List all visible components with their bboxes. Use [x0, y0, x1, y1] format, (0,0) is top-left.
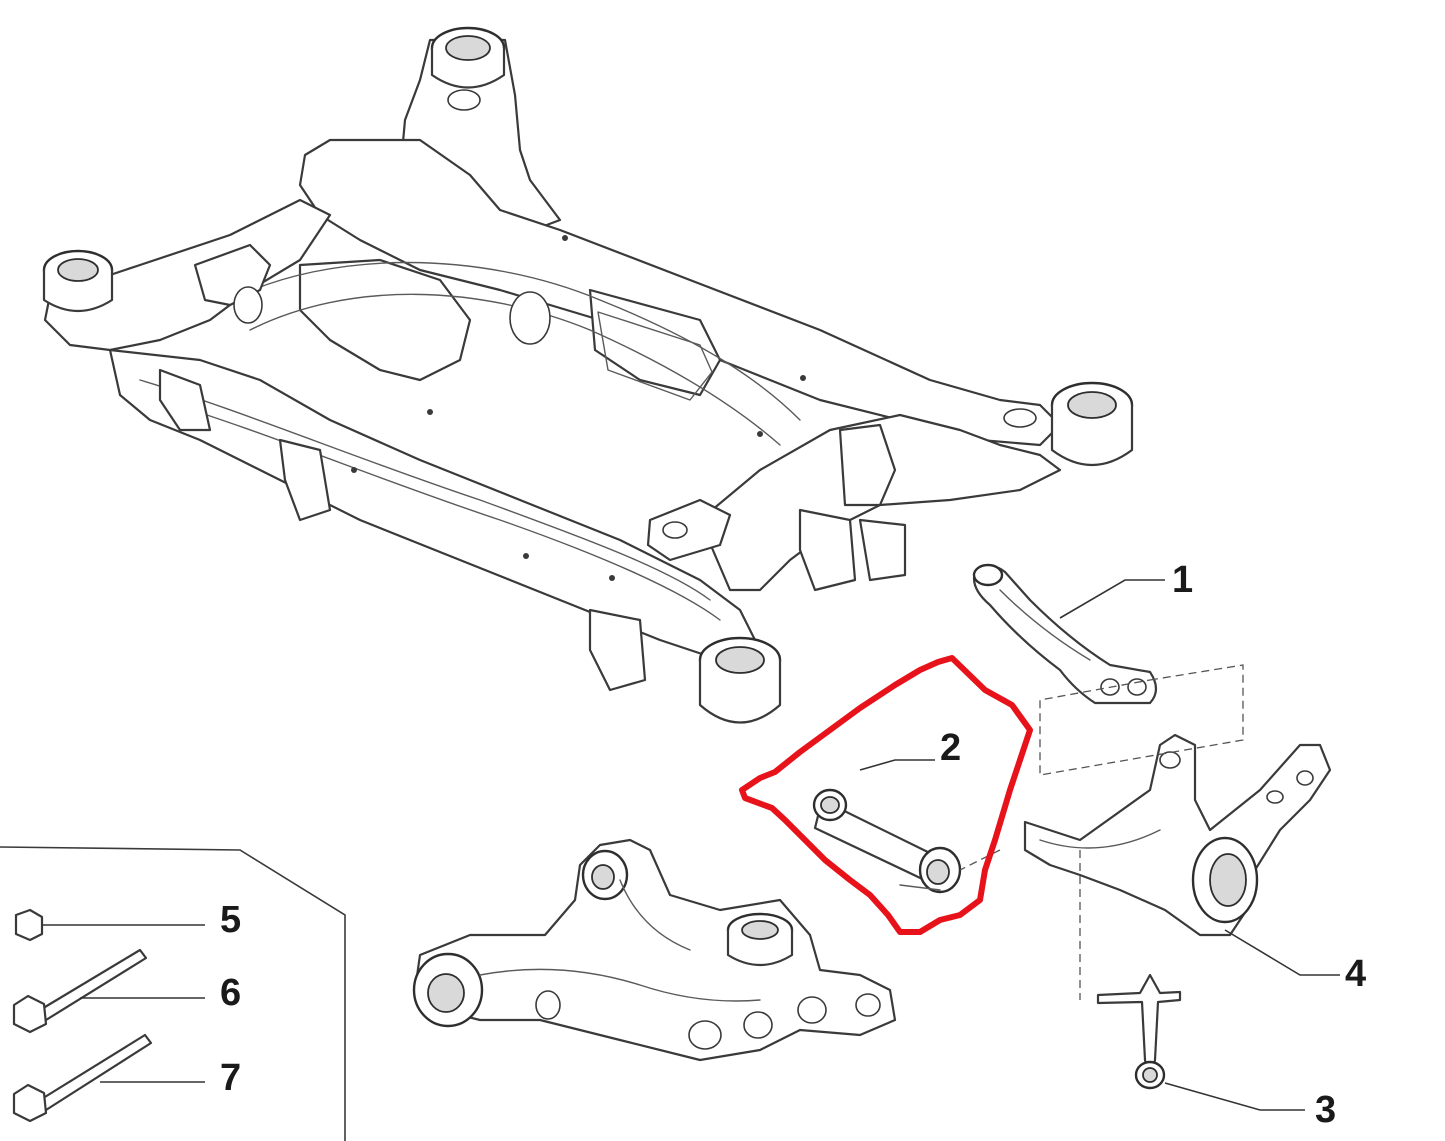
subframe-bushing-left [42, 249, 114, 312]
lateral-link [812, 788, 962, 894]
toe-link [1096, 973, 1182, 1090]
nut [14, 908, 44, 942]
subframe-bushing-right [1050, 381, 1134, 467]
rear-subframe [42, 26, 1134, 724]
callout-5: 5 [220, 899, 241, 941]
wheel-knuckle [1023, 733, 1332, 937]
callout-6: 6 [220, 972, 241, 1014]
leader-lines [42, 579, 1340, 1111]
callout-1: 1 [1172, 559, 1193, 601]
bolt-long [12, 948, 148, 1034]
subframe-bushing-front [698, 636, 782, 724]
bolt-short [12, 1033, 153, 1123]
callout-7: 7 [220, 1057, 241, 1099]
callout-4: 4 [1345, 953, 1366, 995]
highlight-outline [739, 655, 1033, 935]
hardware-frame [0, 846, 346, 1141]
upper-control-arm [972, 563, 1158, 705]
callout-3: 3 [1315, 1089, 1336, 1131]
callout-2: 2 [940, 727, 961, 769]
lower-control-arm [412, 838, 897, 1062]
subframe-bushing-rear [430, 26, 506, 89]
